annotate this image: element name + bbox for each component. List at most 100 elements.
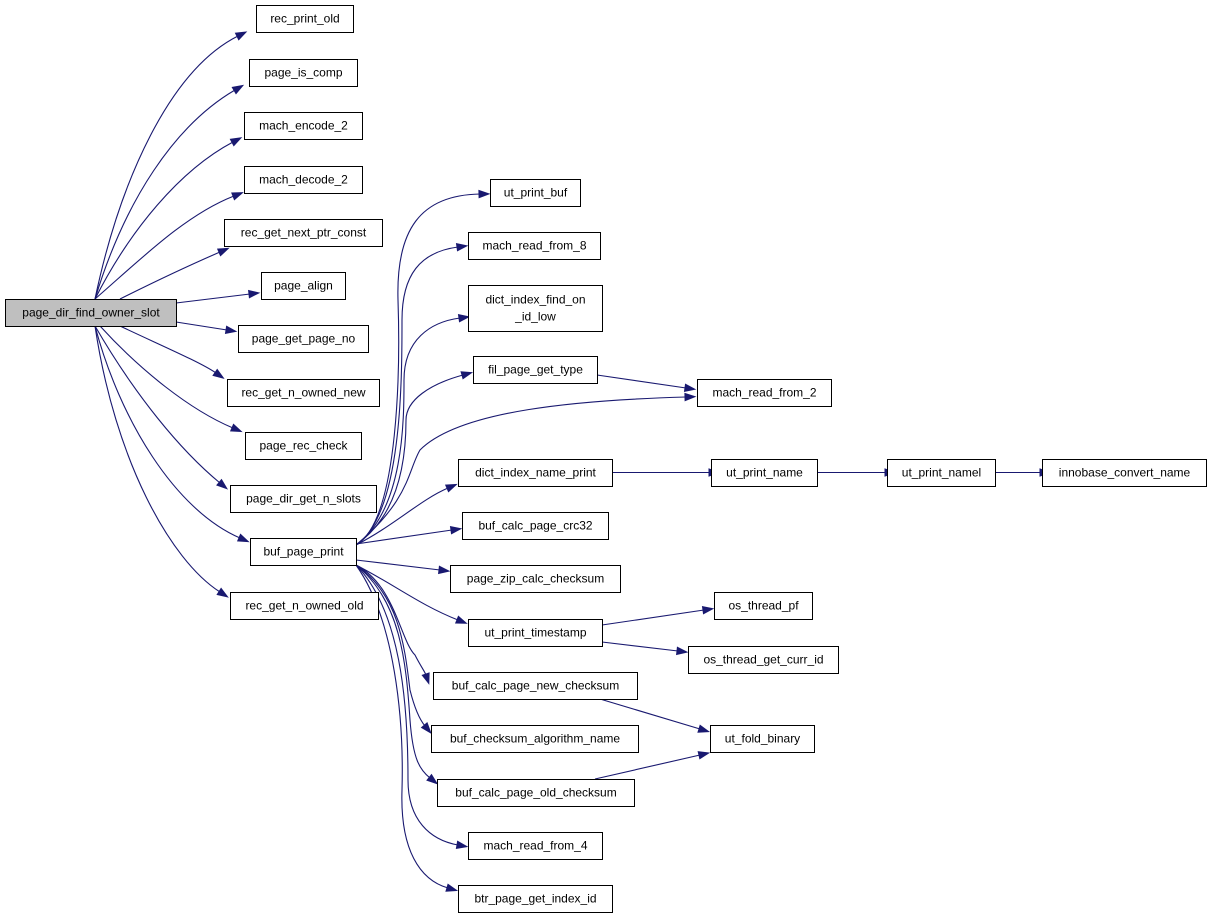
node-label: _id_low [514,310,556,324]
node-buf_page_print[interactable]: buf_page_print [250,538,357,566]
node-mach_read_from_2[interactable]: mach_read_from_2 [697,379,832,407]
node-label: mach_read_from_8 [482,239,586,253]
edge-ut_print_timestamp-to-os_thread_get_curr_id [601,641,689,656]
arrowhead-icon [421,672,430,685]
node-innobase_convert_name[interactable]: innobase_convert_name [1042,459,1207,487]
edge-buf_calc_page_new_checksum-to-ut_fold_binary [599,698,711,733]
node-box [710,725,815,753]
node-mach_decode_2[interactable]: mach_decode_2 [244,166,363,194]
node-label: rec_get_n_owned_new [241,386,365,400]
edge-buf_calc_page_old_checksum-to-ut_fold_binary [594,751,711,780]
node-box [250,538,357,566]
node-os_thread_get_curr_id[interactable]: os_thread_get_curr_id [688,646,839,674]
node-box [5,299,177,327]
arrowhead-icon [444,483,458,493]
edge-page_dir_find_owner_slot-to-page_dir_get_n_slots [94,325,229,490]
node-page_align[interactable]: page_align [261,272,346,300]
edge-buf_page_print-to-btr_page_get_index_id [355,564,459,892]
arrowhead-icon [224,325,238,335]
node-mach_read_from_8[interactable]: mach_read_from_8 [468,232,601,260]
node-page_is_comp[interactable]: page_is_comp [249,59,358,87]
node-label: rec_print_old [270,12,339,26]
node-dict_index_name_print[interactable]: dict_index_name_print [458,459,613,487]
node-box [468,232,601,260]
node-ut_print_name[interactable]: ut_print_name [711,459,818,487]
node-label: mach_read_from_4 [483,839,587,853]
node-label: innobase_convert_name [1059,466,1191,480]
node-box [437,779,635,807]
node-box [244,166,363,194]
arrowhead-icon [212,368,225,379]
edge-buf_page_print-to-ut_print_timestamp [355,564,468,624]
arrowhead-icon [420,722,432,735]
node-rec_get_next_ptr_const[interactable]: rec_get_next_ptr_const [224,219,383,247]
edge-buf_page_print-to-dict_index_name_print [355,483,458,546]
node-os_thread_pf[interactable]: os_thread_pf [714,592,813,620]
arrowhead-icon [684,392,697,402]
node-rec_get_n_owned_old[interactable]: rec_get_n_owned_old [230,592,379,620]
node-buf_calc_page_old_checksum[interactable]: buf_calc_page_old_checksum [437,779,635,807]
node-rec_print_old[interactable]: rec_print_old [256,5,354,33]
node-label: mach_decode_2 [259,173,348,187]
node-btr_page_get_index_id[interactable]: btr_page_get_index_id [458,885,613,913]
node-mach_read_from_4[interactable]: mach_read_from_4 [468,832,603,860]
edge-dict_index_name_print-to-ut_print_name [612,468,721,477]
node-page_dir_find_owner_slot[interactable]: page_dir_find_owner_slot [5,299,177,327]
node-ut_fold_binary[interactable]: ut_fold_binary [710,725,815,753]
edge-layer [94,31,1052,892]
arrowhead-icon [236,533,250,543]
node-page_zip_calc_checksum[interactable]: page_zip_calc_checksum [450,565,621,593]
edge-page_dir_find_owner_slot-to-page_align [175,289,261,304]
node-box [238,325,369,353]
node-label: page_align [274,279,333,293]
node-label: ut_print_timestamp [484,626,586,640]
node-fil_page_get_type[interactable]: fil_page_get_type [473,356,598,384]
node-label: buf_page_print [263,545,344,559]
arrowhead-icon [216,247,230,257]
arrowhead-icon [455,840,469,850]
node-box [711,459,818,487]
arrowhead-icon [460,371,474,380]
arrowhead-icon [231,192,244,201]
node-box [261,272,346,300]
arrowhead-icon [676,646,689,656]
node-label: btr_page_get_index_id [474,892,596,906]
node-page_get_page_no[interactable]: page_get_page_no [238,325,369,353]
node-label: page_dir_get_n_slots [246,492,361,506]
node-box [462,512,609,540]
arrowhead-icon [229,137,243,147]
edge-ut_print_name-to-ut_print_namel [817,468,897,477]
edge-fil_page_get_type-to-mach_read_from_2 [596,374,697,393]
node-label: ut_print_name [726,466,803,480]
arrowhead-icon [216,587,229,598]
arrowhead-icon [455,242,469,252]
edge-buf_page_print-to-buf_calc_page_new_checksum [355,564,430,685]
node-label: buf_calc_page_new_checksum [452,679,619,693]
node-mach_encode_2[interactable]: mach_encode_2 [244,112,363,140]
edge-buf_page_print-to-dict_index_find_on_id_low [355,313,471,546]
node-buf_calc_page_new_checksum[interactable]: buf_calc_page_new_checksum [433,672,638,700]
arrowhead-icon [478,189,491,199]
node-buf_calc_page_crc32[interactable]: buf_calc_page_crc32 [462,512,609,540]
edge-page_dir_find_owner_slot-to-mach_decode_2 [94,192,244,300]
edge-buf_page_print-to-buf_calc_page_crc32 [355,525,463,545]
node-ut_print_timestamp[interactable]: ut_print_timestamp [468,619,603,647]
edge-buf_page_print-to-buf_checksum_algorithm_name [355,564,432,735]
arrowhead-icon [229,423,243,433]
edge-buf_page_print-to-mach_read_from_4 [355,564,469,850]
node-ut_print_buf[interactable]: ut_print_buf [490,179,581,207]
node-page_dir_get_n_slots[interactable]: page_dir_get_n_slots [230,485,377,513]
node-buf_checksum_algorithm_name[interactable]: buf_checksum_algorithm_name [431,725,639,753]
node-page_rec_check[interactable]: page_rec_check [245,432,362,460]
node-label: mach_encode_2 [259,119,348,133]
node-box [1042,459,1207,487]
node-box [450,565,621,593]
arrowhead-icon [426,773,439,785]
node-box [468,832,603,860]
edge-page_dir_find_owner_slot-to-page_is_comp [94,84,245,300]
node-label: page_dir_find_owner_slot [22,306,160,320]
node-ut_print_namel[interactable]: ut_print_namel [887,459,996,487]
node-dict_index_find_on_id_low[interactable]: dict_index_find_on_id_low [468,285,603,332]
node-rec_get_n_owned_new[interactable]: rec_get_n_owned_new [227,379,380,407]
